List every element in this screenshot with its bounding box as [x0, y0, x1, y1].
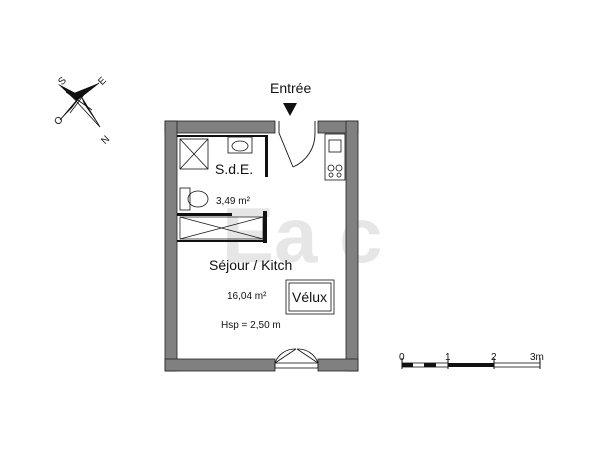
bathroom-label: S.d.E.: [215, 161, 253, 177]
scale-tick-1: 1: [445, 352, 451, 363]
walls: [164, 120, 359, 372]
scale-tick-0: 0: [399, 352, 405, 363]
bottom-window: [274, 348, 319, 369]
bathroom-partitions: [177, 135, 268, 243]
compass-south-label: S: [56, 75, 69, 88]
toilet-icon: [179, 187, 209, 211]
scale-tick-2: 2: [491, 352, 497, 363]
wardrobe: [179, 216, 264, 240]
ceiling-height: Hsp = 2,50 m: [221, 320, 281, 331]
scale-tick-3: 3m: [530, 352, 544, 363]
entrance-label: Entrée: [270, 80, 311, 96]
entrance-arrow-icon: [283, 103, 297, 116]
skylight: [285, 279, 335, 315]
shower-tray: [179, 138, 209, 170]
living-label: Séjour / Kitch: [209, 257, 292, 273]
skylight-label: Vélux: [292, 289, 327, 305]
compass-north-label: N: [99, 134, 112, 147]
bathroom-area: 3,49 m²: [216, 196, 251, 207]
compass-east-label: E: [96, 75, 109, 88]
compass-west-label: O: [52, 114, 65, 127]
entrance-door: [278, 121, 316, 168]
kitchenette: [324, 133, 346, 181]
washbasin-icon: [227, 136, 253, 154]
living-area: 16,04 m²: [227, 291, 267, 302]
compass-rose: S O E N: [52, 75, 112, 147]
scale-bar: [401, 358, 541, 369]
